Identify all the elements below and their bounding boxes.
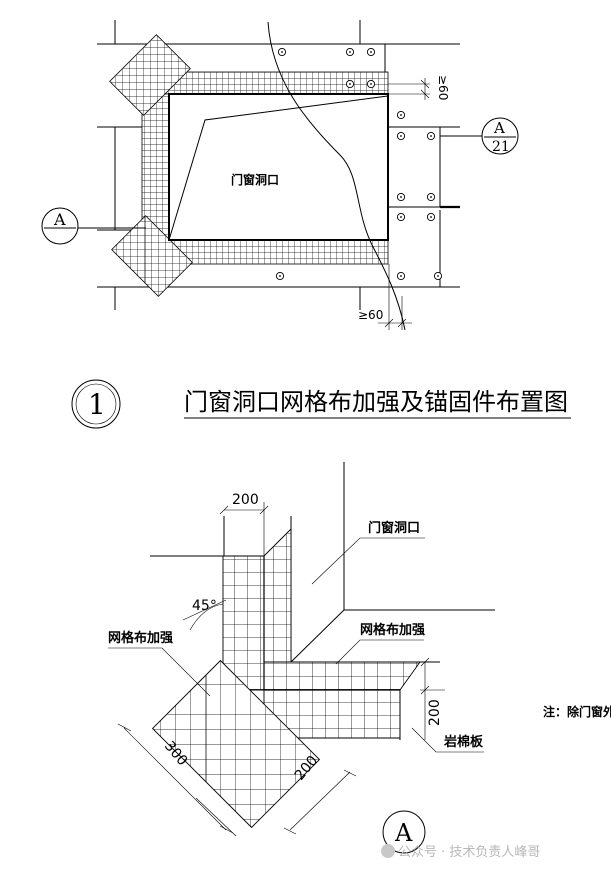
mesh-label-right: 网格布加强	[360, 622, 425, 638]
watermark-text: 公众号 · 技术负责人峰哥	[398, 845, 540, 860]
callout-a21[interactable]: A 21	[440, 117, 519, 155]
detail-marker-text: A	[394, 819, 413, 847]
angle-label: 45°	[192, 598, 217, 614]
dim-200-right: 200	[427, 699, 443, 726]
detail-marker-a: A	[382, 810, 426, 854]
callout-a21-top: A	[493, 119, 505, 137]
board-label: 岩棉板	[443, 734, 484, 750]
callout-a21-bottom: 21	[492, 139, 510, 155]
callout-a-top: A	[53, 210, 66, 229]
dim-200-top: 200	[232, 492, 259, 508]
top-plan: ≥60 ≥60 门窗洞口 A A 21	[41, 20, 519, 331]
drawing-title: 1 门窗洞口网格布加强及锚固件布置图	[71, 379, 571, 429]
dim-top-label: ≥60	[436, 75, 450, 100]
mesh-label-left: 网格布加强	[108, 630, 173, 646]
opening-label: 门窗洞口	[231, 172, 279, 187]
detail-opening-label: 门窗洞口	[368, 520, 420, 536]
detail-a: 200 200 45° 300 200 门窗洞口 网格布加强 网格布加强 岩棉板	[108, 462, 495, 854]
note-text: 注：除门窗外	[543, 704, 611, 719]
title-text: 门窗洞口网格布加强及锚固件布置图	[184, 388, 568, 416]
callout-a[interactable]: A	[41, 207, 146, 245]
dim-bottom-label: ≥60	[358, 308, 383, 322]
watermark: 公众号 · 技术负责人峰哥	[381, 844, 540, 860]
title-number: 1	[88, 388, 106, 421]
